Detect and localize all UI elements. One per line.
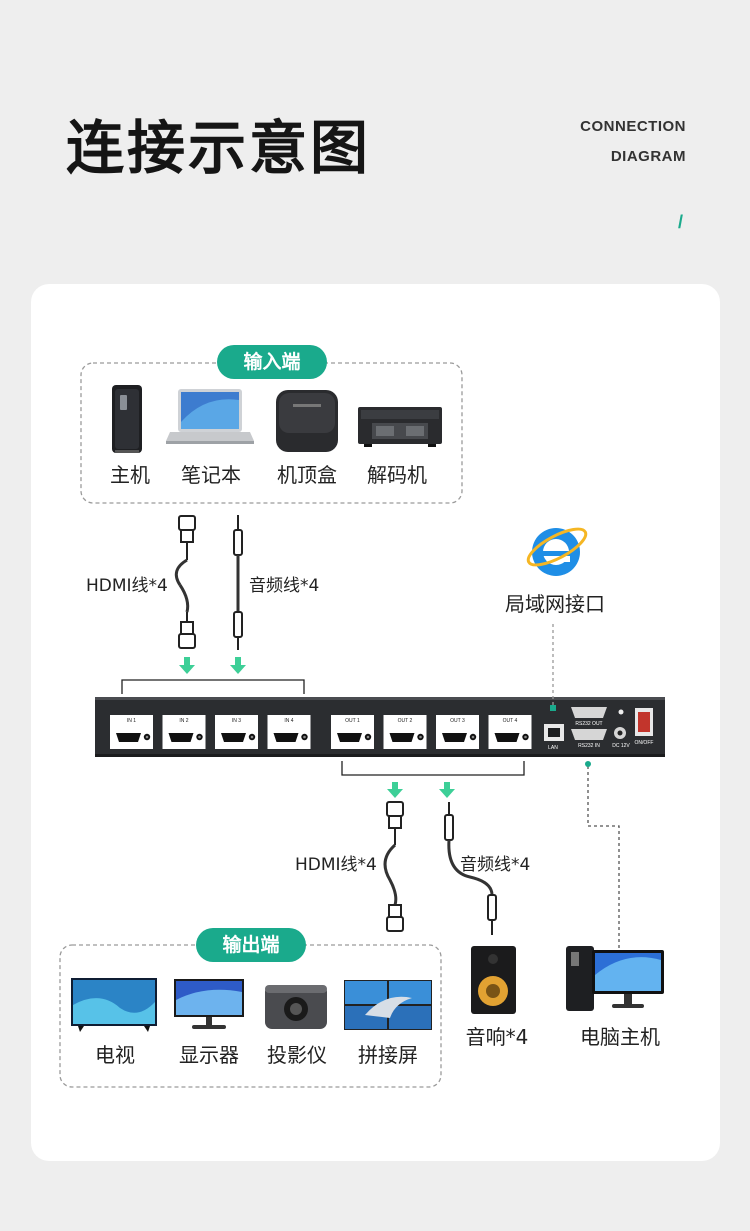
input-port-4: IN 4 [267, 715, 311, 749]
output-hdmi-arrow-icon [387, 782, 403, 798]
input-port-label: IN 2 [179, 718, 188, 724]
dc-port-pin [617, 730, 623, 736]
output-pill: 输出端 [196, 928, 306, 962]
output-audio-jack-core [471, 735, 475, 739]
input-port-2: IN 2 [162, 715, 206, 749]
output-port-plate [488, 715, 532, 749]
set-top-box-icon [276, 390, 338, 452]
output-bracket [341, 761, 525, 776]
input-audio-arrow-icon [230, 657, 246, 674]
input-audio-jack-core [303, 735, 306, 739]
output-port-1: OUT 1 [331, 715, 374, 749]
tv-icon [71, 978, 157, 1032]
input-audio-cable-icon [233, 515, 243, 650]
output-port-label: OUT 3 [450, 718, 465, 724]
panel-rs232-in-label: RS232 IN [578, 743, 600, 749]
output-hdmi-cable-icon [383, 801, 404, 932]
output-device-label-projector: 投影仪 [267, 1043, 327, 1067]
title-en-line1: CONNECTION [580, 118, 686, 135]
output-audio-cable-icon [444, 802, 497, 935]
input-pill: 输入端 [217, 345, 327, 379]
accent-slash: / [678, 212, 684, 232]
rs232-out-port-icon [571, 707, 607, 718]
input-port-label: IN 3 [232, 718, 241, 724]
input-hdmi-socket-icon [273, 733, 299, 742]
input-bracket [121, 679, 305, 694]
output-port-plate [331, 715, 374, 749]
input-audio-jack-core [145, 735, 149, 739]
input-port-label: IN 4 [284, 718, 293, 724]
output-port-3: OUT 3 [436, 715, 479, 749]
page-title: 连接示意图 [66, 114, 372, 182]
input-device-label-decoder: 解码机 [367, 463, 427, 487]
video-wall-icon [344, 980, 432, 1030]
host-tower-icon [112, 385, 142, 453]
internet-explorer-icon [526, 527, 588, 576]
input-hdmi-socket-icon [116, 733, 141, 742]
output-audio-arrow-icon [439, 782, 455, 798]
input-audio-jack-core [250, 735, 254, 739]
input-port-plate [110, 715, 153, 749]
input-port-plate [162, 715, 206, 749]
panel-ports: IN 1 IN 2 IN 3 IN 4 OUT 1 OUT 2 OUT 3 OUT 4 [110, 715, 532, 749]
lan-label: 局域网接口 [505, 592, 605, 616]
input-hdmi-cable-label: HDMI线*4 [86, 576, 168, 596]
title-en-line2: DIAGRAM [610, 148, 686, 165]
output-audio-jack-core [366, 735, 370, 739]
output-audio-jack-core [419, 735, 422, 739]
output-hdmi-cable-label: HDMI线*4 [295, 855, 377, 875]
input-audio-jack-core [198, 735, 201, 739]
input-audio-cable-label: 音频线*4 [249, 576, 320, 596]
panel-lan-label: LAN [548, 745, 558, 751]
projector-icon [265, 985, 327, 1029]
output-port-4: OUT 4 [488, 715, 532, 749]
panel-power-label: ON/OFF [634, 740, 654, 746]
input-device-label-settopbox: 机顶盒 [277, 463, 337, 487]
monitor-icon [174, 979, 244, 1029]
input-port-3: IN 3 [215, 715, 258, 749]
panel-dc-label: DC 12V [612, 743, 630, 749]
input-device-label-laptop: 笔记本 [181, 463, 241, 487]
output-device-label-tv: 电视 [95, 1043, 135, 1067]
lan-dot [550, 705, 556, 711]
lan-port-icon [544, 724, 564, 741]
speaker-label: 音响*4 [465, 1025, 529, 1049]
output-port-label: OUT 2 [398, 718, 413, 724]
output-hdmi-socket-icon [494, 733, 520, 742]
panel-rs232-out-label: RS232 OUT [575, 721, 603, 727]
output-port-label: OUT 4 [503, 718, 518, 724]
output-port-label: OUT 1 [345, 718, 360, 724]
input-port-plate [267, 715, 311, 749]
rs232-dot [585, 761, 591, 767]
output-device-label-videowall: 拼接屏 [358, 1043, 418, 1067]
output-audio-cable-label: 音频线*4 [460, 855, 531, 875]
output-port-plate [436, 715, 479, 749]
output-port-2: OUT 2 [383, 715, 427, 749]
output-device-label-monitor: 显示器 [179, 1043, 239, 1067]
output-audio-jack-core [524, 735, 527, 739]
output-hdmi-socket-icon [337, 733, 362, 742]
input-port-1: IN 1 [110, 715, 153, 749]
decoder-icon [358, 407, 442, 447]
input-port-label: IN 1 [127, 718, 136, 724]
input-hdmi-socket-icon [221, 733, 246, 742]
input-port-plate [215, 715, 258, 749]
output-hdmi-socket-icon [442, 733, 467, 742]
input-device-label-host: 主机 [110, 463, 150, 487]
laptop-icon [166, 389, 254, 444]
output-port-plate [383, 715, 427, 749]
power-switch-icon [635, 708, 653, 736]
power-led-icon [618, 709, 624, 715]
pc-label: 电脑主机 [580, 1025, 660, 1049]
input-hdmi-arrow-icon [179, 657, 195, 674]
input-hdmi-socket-icon [168, 733, 194, 742]
rs232-in-port-icon [571, 729, 607, 740]
output-hdmi-socket-icon [389, 733, 415, 742]
speaker-icon [471, 946, 516, 1014]
desktop-pc-icon [566, 946, 664, 1011]
input-hdmi-cable-icon [174, 515, 196, 649]
rs232-dashed-line [587, 766, 620, 948]
